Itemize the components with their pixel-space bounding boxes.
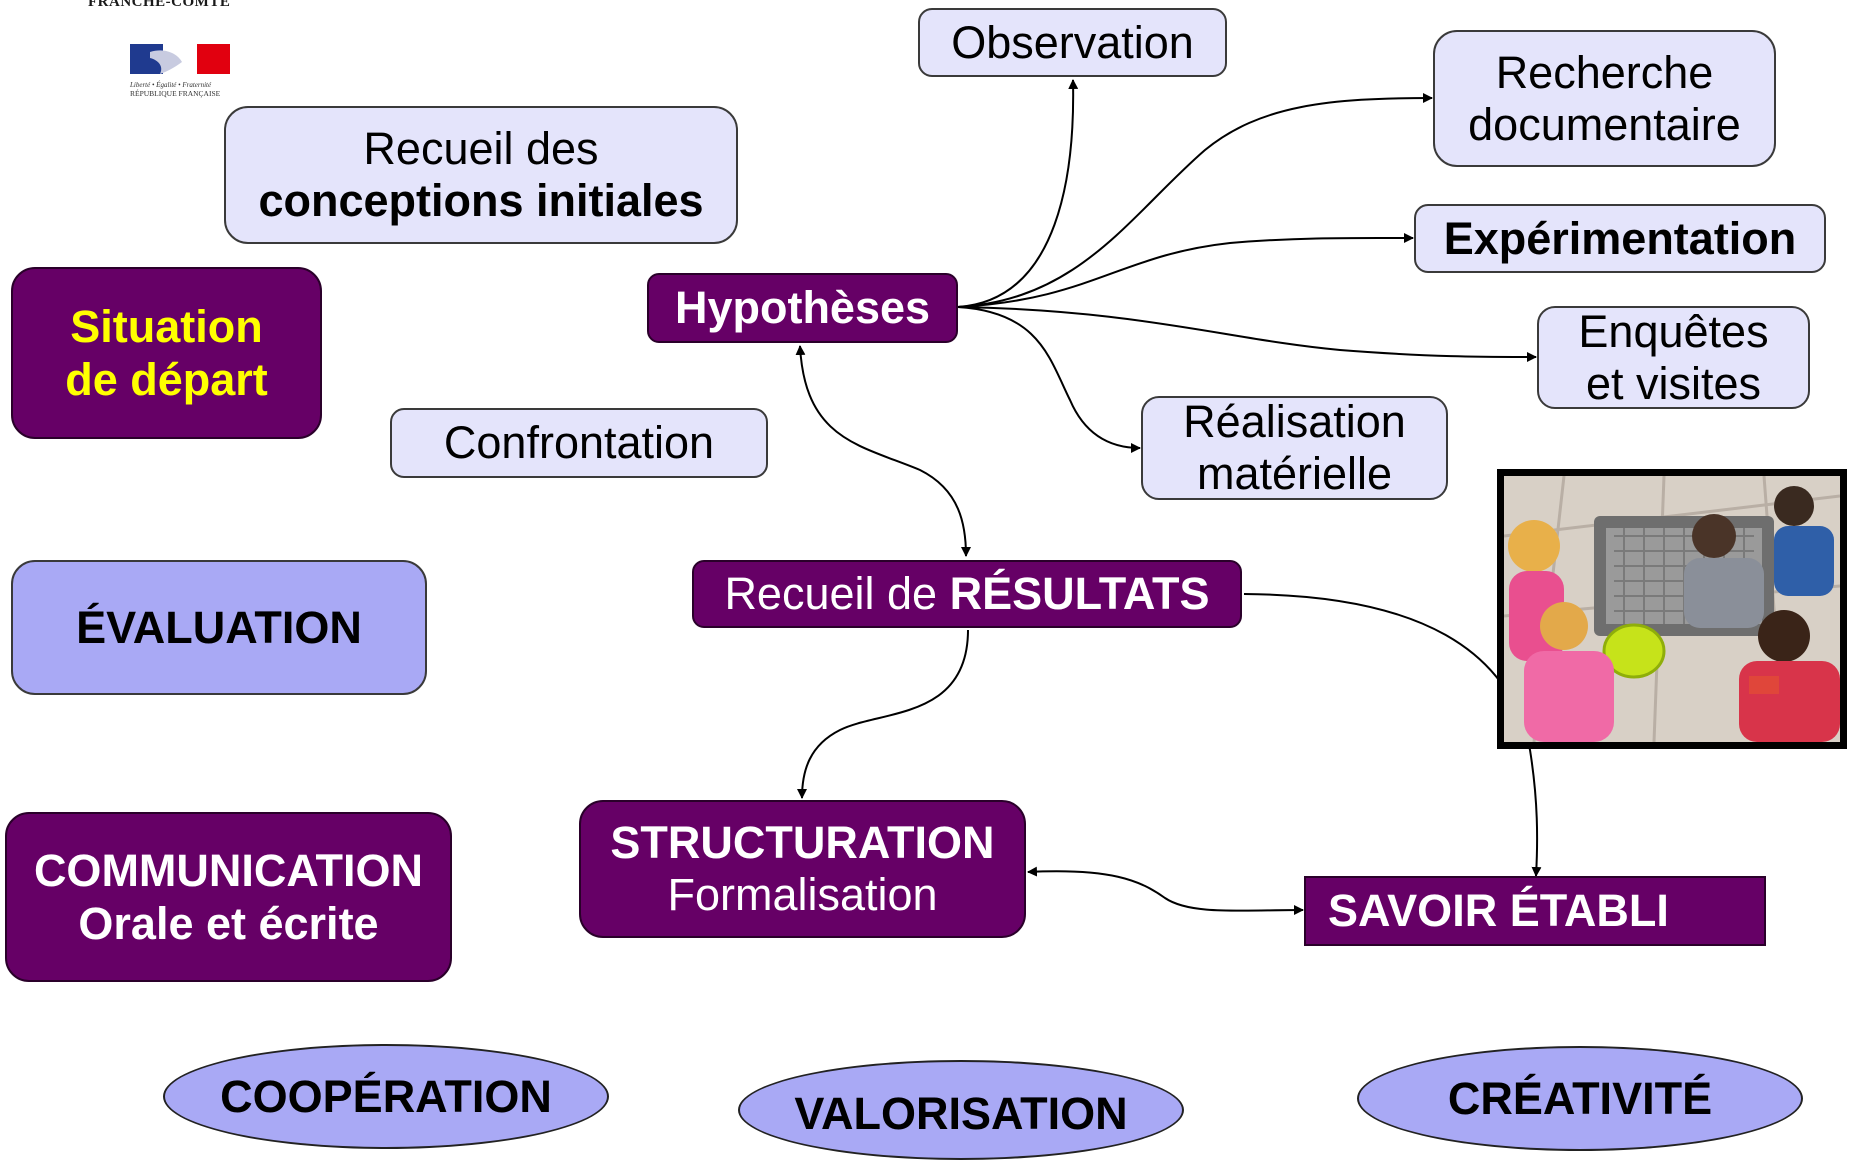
hypotheses-box: Hypothèses <box>647 273 958 343</box>
structuration-line1: STRUCTURATION <box>610 817 995 869</box>
situation-box: Situation de départ <box>11 267 322 439</box>
creativite-label: CRÉATIVITÉ <box>1447 1072 1713 1124</box>
structuration-line2: Formalisation <box>667 869 938 920</box>
classroom-photo <box>1497 469 1847 749</box>
savoir-box: SAVOIR ÉTABLI <box>1304 876 1766 946</box>
enquetes-box: Enquêtes et visites <box>1537 306 1810 409</box>
realisation-line2: matérielle <box>1196 448 1393 499</box>
arrow-hypotheses-realisation <box>957 306 1141 453</box>
resultats-box: Recueil de RÉSULTATS <box>692 560 1242 628</box>
resultats-bold: RÉSULTATS <box>949 568 1210 619</box>
recueil-conceptions-line2: conceptions initiales <box>258 175 704 226</box>
situation-line2: de départ <box>65 354 268 405</box>
experimentation-box: Expérimentation <box>1414 204 1826 273</box>
creativite-ellipse: CRÉATIVITÉ <box>1357 1046 1803 1151</box>
org-label: FRANCHE-COMTÉ <box>88 0 231 10</box>
valorisation-ellipse: VALORISATION <box>738 1060 1184 1160</box>
arrow-resultats-structuration <box>797 629 969 799</box>
recherche-line1: Recherche <box>1495 46 1714 98</box>
recueil-conceptions-line1: Recueil des <box>363 123 599 175</box>
recherche-line2: documentaire <box>1468 98 1741 150</box>
observation-box: Observation <box>918 8 1227 77</box>
resultats-prefix: Recueil de <box>724 568 950 619</box>
arrow-hypotheses-experimentation <box>957 232 1414 308</box>
cooperation-ellipse: COOPÉRATION <box>163 1044 609 1149</box>
arrow-hypotheses-resultats <box>795 345 971 557</box>
communication-line1: COMMUNICATION <box>33 844 424 896</box>
arrow-hypotheses-recherche <box>957 93 1433 308</box>
experimentation-label: Expérimentation <box>1443 212 1797 264</box>
enquetes-line2: et visites <box>1585 357 1762 409</box>
recherche-box: Recherche documentaire <box>1433 30 1776 167</box>
realisation-line1: Réalisation <box>1183 396 1406 448</box>
realisation-box: Réalisation matérielle <box>1141 396 1448 500</box>
hypotheses-label: Hypothèses <box>674 282 931 333</box>
valorisation-label: VALORISATION <box>794 1088 1128 1139</box>
classroom-photo-illustration <box>1504 476 1840 742</box>
confrontation-box: Confrontation <box>390 408 768 478</box>
structuration-box: STRUCTURATION Formalisation <box>579 800 1026 938</box>
evaluation-box: ÉVALUATION <box>11 560 427 695</box>
communication-box: COMMUNICATION Orale et écrite <box>5 812 452 982</box>
situation-line1: Situation <box>70 300 263 352</box>
evaluation-label: ÉVALUATION <box>76 601 362 653</box>
observation-label: Observation <box>951 16 1194 68</box>
flag-caption: RÉPUBLIQUE FRANÇAISE <box>130 89 221 98</box>
confrontation-label: Confrontation <box>443 417 715 469</box>
enquetes-line1: Enquêtes <box>1578 305 1769 357</box>
arrow-structuration-savoir <box>1027 866 1304 916</box>
recueil-conceptions-box: Recueil des conceptions initiales <box>224 106 738 244</box>
flag-motto: Liberté • Égalité • Fraternité <box>130 81 212 89</box>
flag-icon <box>130 44 230 74</box>
cooperation-label: COOPÉRATION <box>220 1070 552 1122</box>
arrow-hypotheses-enquetes <box>957 306 1537 362</box>
communication-line2: Orale et écrite <box>78 898 379 949</box>
arrow-resultats-savoir <box>1243 593 1542 877</box>
marianne-logo: Liberté • Égalité • Fraternité RÉPUBLIQU… <box>130 42 230 98</box>
arrow-hypotheses-observation <box>957 79 1079 308</box>
savoir-label: SAVOIR ÉTABLI <box>1328 885 1669 936</box>
